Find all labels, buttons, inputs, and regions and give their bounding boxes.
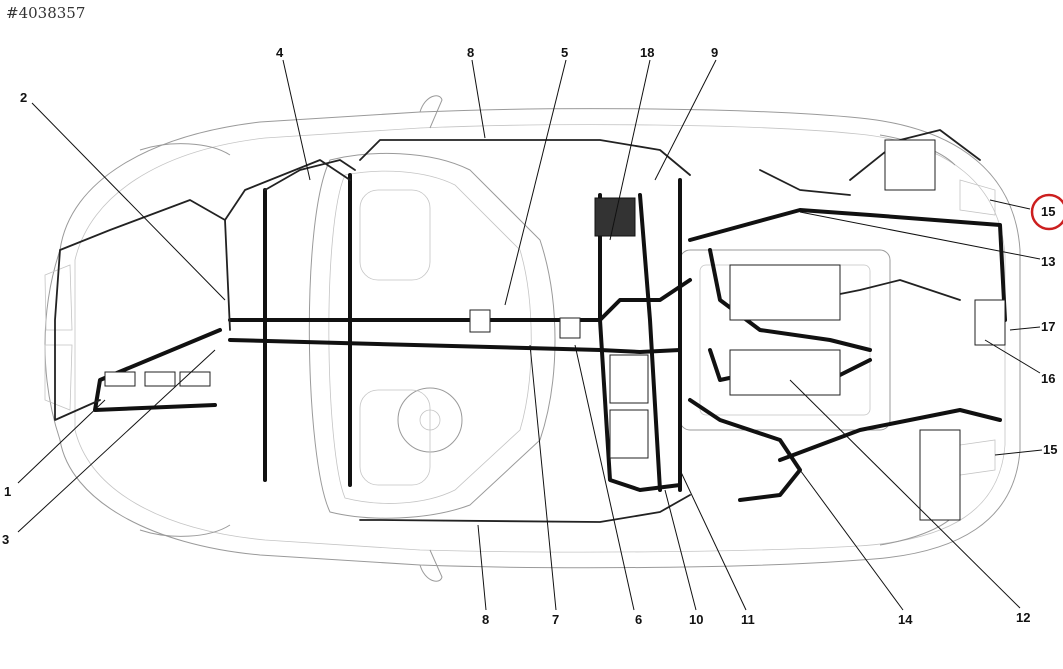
callout-16: 16 (1041, 371, 1055, 386)
callout-1: 1 (4, 484, 11, 499)
callout-17: 17 (1041, 319, 1055, 334)
callout-18: 18 (640, 45, 654, 60)
callout-8-top: 8 (467, 45, 474, 60)
callout-4: 4 (276, 45, 284, 60)
callout-5: 5 (561, 45, 568, 60)
callout-14: 14 (898, 612, 913, 627)
callout-15-bottom: 15 (1043, 442, 1057, 457)
callout-12: 12 (1016, 610, 1030, 625)
highlight-circle-marker (1030, 193, 1063, 231)
callout-2: 2 (20, 90, 27, 105)
callout-10: 10 (689, 612, 703, 627)
callout-labels: 1 2 3 4 5 6 7 8 8 9 10 11 12 13 14 15 15… (2, 45, 1057, 627)
wiring-harness (54, 129, 1007, 523)
callout-3: 3 (2, 532, 9, 547)
callout-7: 7 (552, 612, 559, 627)
callout-6: 6 (635, 612, 642, 627)
leader-lines (17, 59, 1043, 611)
car-body-outline (44, 95, 1021, 582)
callout-8-bottom: 8 (482, 612, 489, 627)
page-id-label: #4038357 (6, 4, 86, 22)
callout-13: 13 (1041, 254, 1055, 269)
callout-15-top: 15 (1041, 204, 1055, 219)
callout-11: 11 (741, 612, 755, 627)
callout-9: 9 (711, 45, 718, 60)
